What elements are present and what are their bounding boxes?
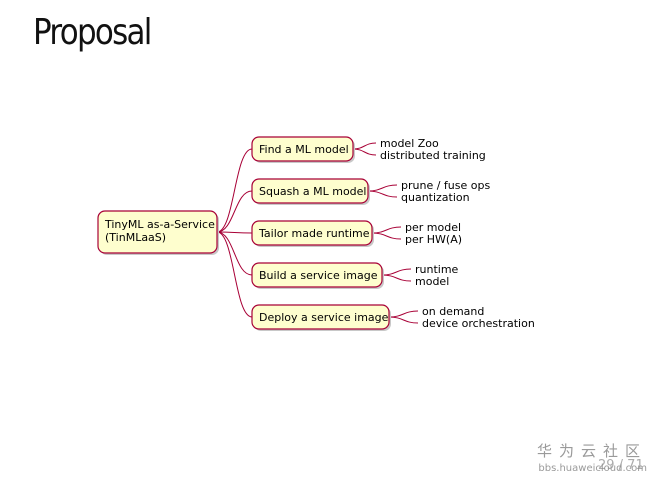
root-node bbox=[97, 210, 219, 255]
branch-node-4 bbox=[251, 262, 384, 289]
edge-root-branch-4 bbox=[216, 231, 253, 276]
edge-branch-3-leaf-1 bbox=[371, 226, 402, 234]
leaf-2-1: prune / fuse ops bbox=[401, 179, 490, 192]
edge-root-branch-1 bbox=[216, 148, 253, 233]
branch-node-1-box bbox=[251, 136, 354, 162]
branch-node-2-label: Squash a ML model bbox=[259, 185, 366, 198]
watermark-url: bbs.huaweicloud.com bbox=[538, 463, 647, 474]
branch-node-2 bbox=[251, 178, 370, 205]
edge-branch-5-leaf-1 bbox=[388, 310, 419, 318]
branch-node-4-label: Build a service image bbox=[259, 269, 378, 282]
leaf-5-1: on demand bbox=[422, 305, 484, 318]
leaf-5-2: device orchestration bbox=[422, 317, 535, 330]
leaf-4-1: runtime bbox=[415, 263, 459, 276]
edge-branch-3-leaf-2 bbox=[371, 232, 402, 240]
edge-branch-5-leaf-2 bbox=[388, 316, 419, 324]
root-node-label-line-2: (TinMLaaS) bbox=[105, 231, 166, 244]
leaf-4-2: model bbox=[415, 275, 449, 288]
branch-node-5-label: Deploy a service image bbox=[259, 311, 389, 324]
edge-branch-1-leaf-1 bbox=[352, 142, 377, 150]
edge-branch-2-leaf-1 bbox=[367, 184, 398, 192]
branch-node-5 bbox=[251, 304, 391, 331]
edge-branch-4-leaf-2 bbox=[381, 274, 412, 282]
branch-node-4-box bbox=[251, 262, 383, 288]
edge-branch-1-leaf-2 bbox=[352, 148, 377, 156]
edge-branch-2-leaf-2 bbox=[367, 190, 398, 198]
leaf-3-2: per HW(A) bbox=[405, 233, 462, 246]
leaf-2-2: quantization bbox=[401, 191, 470, 204]
branch-node-3-label: Tailor made runtime bbox=[258, 227, 370, 240]
edge-root-branch-2 bbox=[216, 190, 253, 233]
root-node-label-line-1: TinyML as-a-Service bbox=[104, 218, 215, 231]
branch-node-3-box bbox=[251, 220, 373, 246]
root-node-box bbox=[97, 210, 218, 254]
page-number: 29 / 71 bbox=[598, 458, 644, 473]
branch-node-3 bbox=[251, 220, 374, 247]
branch-node-1 bbox=[251, 136, 355, 163]
watermark-brand: 华为云社区 bbox=[536, 442, 647, 460]
branch-node-1-label: Find a ML model bbox=[259, 143, 349, 156]
edge-branch-4-leaf-1 bbox=[381, 268, 412, 276]
leaf-1-1: model Zoo bbox=[380, 137, 439, 150]
edge-root-branch-5 bbox=[216, 231, 253, 318]
edge-root-branch-3 bbox=[216, 231, 253, 234]
branch-node-5-box bbox=[251, 304, 390, 330]
leaf-3-1: per model bbox=[405, 221, 461, 234]
watermark: 华为云社区 bbs.huaweicloud.com bbox=[537, 440, 647, 474]
slide-title: Proposal bbox=[33, 12, 152, 53]
leaf-1-2: distributed training bbox=[380, 149, 486, 162]
branch-node-2-box bbox=[251, 178, 369, 204]
